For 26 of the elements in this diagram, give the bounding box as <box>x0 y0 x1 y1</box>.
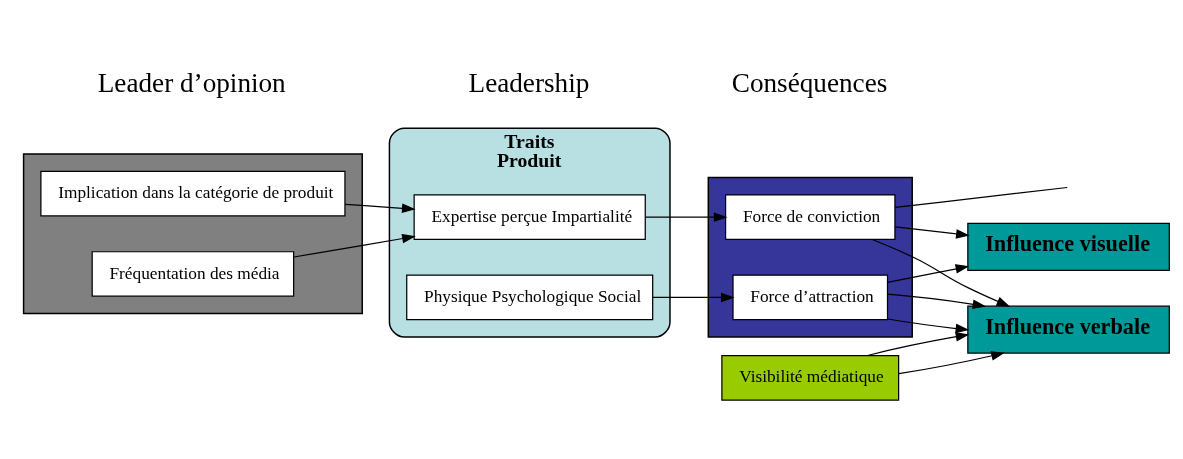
arrow <box>652 292 735 303</box>
arrow <box>645 212 728 222</box>
arrow <box>886 318 970 334</box>
node-box: Implication dans la catégorie de produit <box>40 170 346 217</box>
node-box: Influence verbale <box>967 305 1170 354</box>
label: Conséquences <box>731 67 888 98</box>
connector <box>894 186 1068 209</box>
cluster <box>22 153 363 315</box>
node-box: Visibilité médiatique <box>721 354 900 401</box>
arrow <box>867 332 970 357</box>
arrow <box>898 351 1005 375</box>
node-box: Fréquentation des média <box>91 251 295 297</box>
label: Leadership <box>468 67 590 98</box>
node-box: Physique Psychologique Social <box>406 274 654 321</box>
arrow <box>894 226 970 239</box>
arrow <box>344 203 416 213</box>
arrow <box>871 238 1011 307</box>
label: Leader d’opinion <box>97 67 286 98</box>
arrow <box>886 293 987 309</box>
node-box: Force de conviction <box>725 194 896 240</box>
arrow <box>293 233 416 258</box>
node-box: Influence visuelle <box>967 222 1170 271</box>
node-box: Expertise perçue Impartialité <box>413 194 646 240</box>
arrow <box>886 264 970 284</box>
cluster <box>707 176 913 338</box>
node-box: Force d’attraction <box>732 274 889 321</box>
